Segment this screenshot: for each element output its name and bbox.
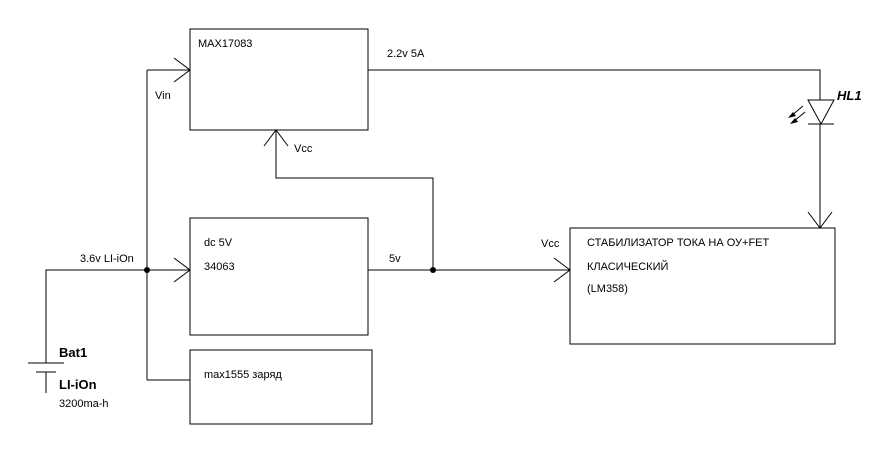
stabilizer-vcc-arrow [553, 257, 571, 283]
max1555-charger-block [189, 349, 373, 425]
battery-positive-wire [45, 269, 147, 363]
current-stabilizer-block [569, 227, 836, 345]
dc5v-chip: 34063 [204, 261, 235, 273]
led-name: HL1 [837, 88, 862, 103]
5v-label: 5v [389, 253, 401, 265]
stabilizer-title: СТАБИЛИЗАТОР ТОКА НА ОУ+FET [587, 237, 770, 249]
max1555-title: max1555 заряд [204, 369, 282, 381]
max17083-vcc-arrow [263, 129, 289, 147]
stabilizer-chip: (LM358) [587, 283, 628, 295]
max17083-block [189, 28, 369, 131]
led-hl1-icon [788, 99, 835, 126]
dc5v-converter-block [189, 217, 369, 336]
battery-capacity: 3200ma-h [59, 398, 109, 410]
vin-label: Vin [155, 90, 171, 102]
bus-36v-label: 3.6v LI-iOn [80, 253, 134, 265]
battery-type: LI-iOn [59, 377, 97, 392]
max17083-vcc-wire [275, 130, 434, 270]
battery-symbol [28, 362, 64, 373]
22v-output-wire [368, 69, 821, 100]
stabilizer-subtitle: КЛАСИЧЕСКИЙ [587, 260, 668, 273]
battery-name: Bat1 [59, 345, 87, 360]
dc5v-title: dc 5V [204, 237, 233, 249]
max17083-vcc-label: Vcc [294, 143, 313, 155]
22v-label: 2.2v 5A [387, 48, 425, 60]
stabilizer-vcc-label: Vcc [541, 238, 560, 250]
max17083-title: MAX17083 [198, 38, 252, 50]
vin-arrow [173, 57, 191, 83]
led-to-stabilizer-arrow [807, 211, 833, 229]
dc5v-input-arrow [173, 257, 191, 283]
